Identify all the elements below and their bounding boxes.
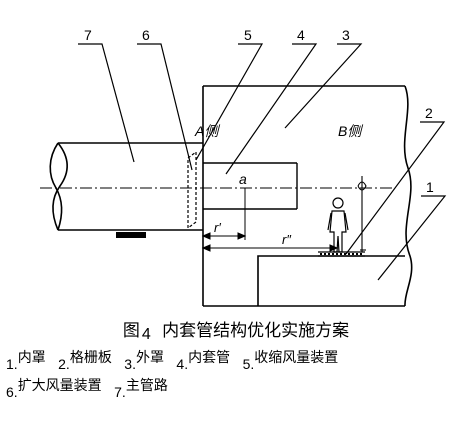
caption-number: 4 [141,326,151,343]
legend-item-7: 7.主管路 [114,378,168,400]
legend-num: 1. [6,356,18,372]
legend-row-2: 6.扩大风量装置 7.主管路 [6,378,472,400]
legend-label: 收缩风量装置 [254,350,339,366]
callout-1: 1 [426,179,434,195]
legend-num: 6. [6,384,18,400]
sensor-probe [357,176,367,252]
dimension-r-prime [201,232,247,240]
legend-num: 5. [242,356,255,372]
dim-r-prime-label: r′ [214,220,221,235]
pipe-support [116,232,146,238]
side-b-label: B侧 [338,123,363,139]
legend-num: 4. [176,356,189,372]
legend-item-1: 1.内罩 [6,350,46,372]
legend-label: 内套管 [188,350,231,366]
legend-item-5: 5.收缩风量装置 [242,350,339,372]
main-pipe [49,142,203,231]
callout-6: 6 [142,27,150,43]
inner-hood [257,255,405,306]
caption-title: 内套管结构优化实施方案 [162,321,350,341]
point-a-label: a [239,171,247,187]
leader-lines [78,43,447,281]
callout-4: 4 [297,27,305,43]
legend-item-2: 2.格栅板 [58,350,112,372]
caption-prefix: 图 [122,321,140,341]
callout-2: 2 [425,105,433,121]
inner-sleeve [203,162,298,210]
side-a-label: A侧 [194,123,220,139]
outer-enclosure [202,85,413,307]
legend-item-4: 4.内套管 [176,350,231,372]
callout-3: 3 [342,27,350,43]
legend-label: 扩大风量装置 [17,378,102,394]
callout-5: 5 [244,27,252,43]
expansion-device [187,150,197,230]
person-figure [327,197,349,253]
dimension-r-double [201,244,339,252]
legend-num: 7. [114,384,126,400]
legend-item-3: 3.外罩 [124,350,164,372]
legend-label: 内罩 [17,350,46,366]
legend-num: 2. [58,356,70,372]
legend-label: 格栅板 [69,350,112,366]
legend-label: 外罩 [135,350,164,366]
structure-diagram: r′ r″ a A侧 B侧 7 6 5 4 3 2 1 [40,27,447,307]
legend-num: 3. [124,356,136,372]
legend-item-6: 6.扩大风量装置 [6,378,102,400]
legend-label: 主管路 [125,378,168,394]
dim-r-double-label: r″ [282,232,291,247]
legend-row-1: 1.内罩 2.格栅板 3.外罩 4.内套管 5.收缩风量装置 [6,350,472,372]
callout-7: 7 [84,27,92,43]
